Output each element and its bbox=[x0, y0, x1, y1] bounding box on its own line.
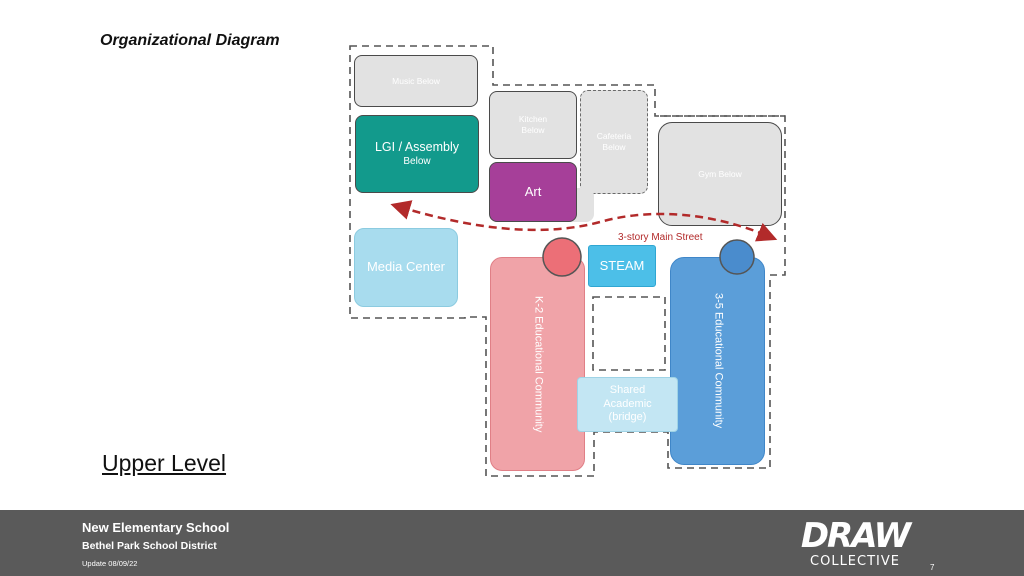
shared-label-line2: Academic bbox=[603, 397, 652, 410]
logo-wordmark: DRAW bbox=[800, 516, 911, 556]
main-street-arrow bbox=[390, 200, 778, 242]
cafeteria-room: Cafeteria Below bbox=[580, 90, 648, 194]
shared-academic-bridge: Shared Academic (bridge) bbox=[577, 377, 678, 432]
cafeteria-label-line2: Below bbox=[602, 142, 626, 152]
k2-label: K-2 Educational Community bbox=[532, 295, 545, 433]
g35-community: 3-5 Educational Community bbox=[670, 257, 765, 465]
shared-label-line3: (bridge) bbox=[608, 411, 647, 424]
building-outline-west bbox=[349, 45, 786, 477]
steam-room: STEAM bbox=[588, 245, 656, 287]
k2-hub-circle bbox=[542, 237, 582, 277]
art-label: Art bbox=[524, 183, 542, 199]
lgi-label-line1: LGI / Assembly bbox=[374, 139, 460, 154]
kitchen-room: Kitchen Below bbox=[489, 91, 577, 159]
gym-label: Gym Below bbox=[698, 168, 742, 179]
page-number: 7 bbox=[930, 563, 935, 572]
lgi-assembly-room: LGI / Assembly Below bbox=[355, 115, 479, 193]
footer-update: Update 08/09/22 bbox=[82, 559, 138, 568]
cafeteria-label-line1: Cafeteria bbox=[596, 131, 632, 142]
main-street-label: 3-story Main Street bbox=[618, 232, 703, 243]
music-label: Music Below bbox=[392, 75, 440, 86]
k2-community: K-2 Educational Community bbox=[490, 257, 585, 471]
music-room: Music Below bbox=[354, 55, 478, 107]
logo-subtext: COLLECTIVE bbox=[810, 554, 900, 569]
g35-hub-circle bbox=[719, 239, 755, 275]
media-center-label: Media Center bbox=[366, 259, 446, 275]
g35-label: 3-5 Educational Community bbox=[712, 293, 725, 429]
lgi-label-line2: Below bbox=[403, 155, 431, 167]
steam-label: STEAM bbox=[599, 257, 645, 273]
level-label: Upper Level bbox=[102, 450, 227, 476]
kitchen-label-line2: Below bbox=[521, 125, 545, 135]
footer-project: New Elementary School bbox=[82, 520, 230, 535]
courtyard-outline bbox=[592, 296, 666, 371]
slide-title: Organizational Diagram bbox=[100, 32, 280, 49]
draw-collective-logo: DRAW COLLECTIVE bbox=[800, 516, 911, 572]
footer-bar: New Elementary School Bethel Park School… bbox=[0, 510, 1024, 576]
kitchen-label-line1: Kitchen bbox=[518, 114, 548, 125]
shared-label-line1: Shared bbox=[609, 383, 646, 396]
footer-district: Bethel Park School District bbox=[82, 540, 217, 552]
